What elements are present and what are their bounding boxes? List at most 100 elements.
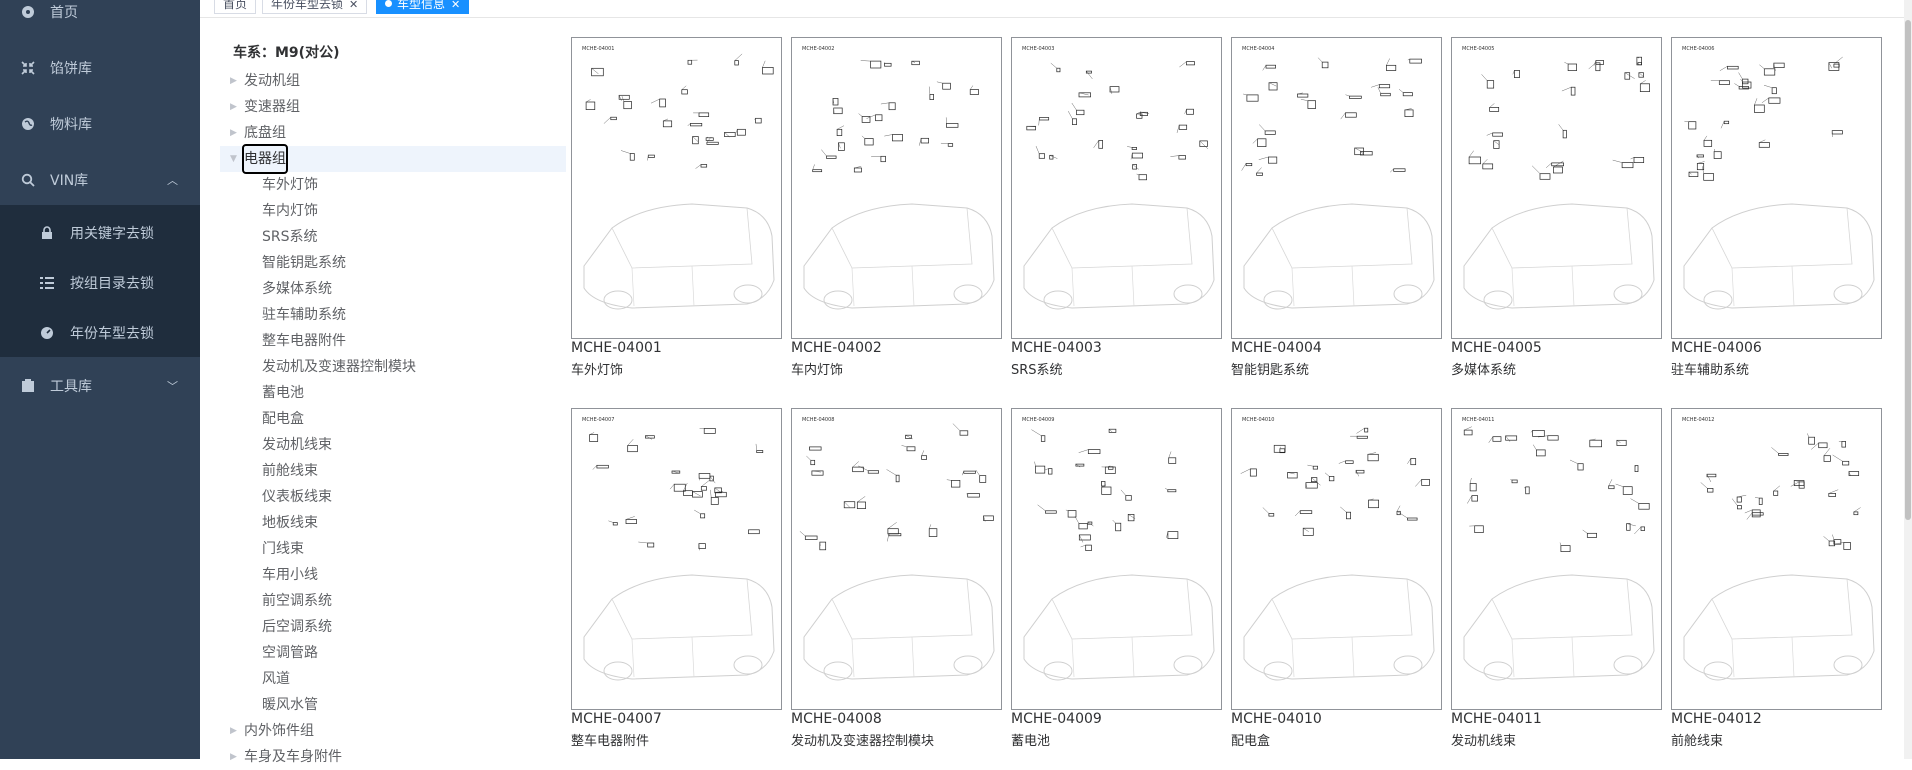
menu-tools-label: 工具库 [50,376,92,396]
tree-node-label: 车外灯饰 [262,172,318,198]
diagram-image[interactable]: MCHE-04004 [1231,37,1442,339]
menu-vin-label: VIN库 [50,170,88,190]
diagram-code: MCHE-04003 [1011,340,1102,356]
diagram-image[interactable]: MCHE-04008 [791,408,1002,710]
menu-home-label: 首页 [50,2,78,22]
tree-leaf-node[interactable]: 多媒体系统 [220,276,566,302]
caret-right-icon[interactable]: ▶ [230,718,237,744]
diagram-image-code: MCHE-04008 [802,417,834,423]
list-icon [40,276,54,290]
diagram-image-code: MCHE-04004 [1242,46,1274,52]
caret-right-icon[interactable]: ▶ [230,744,237,770]
tree-group-node[interactable]: ▶ 内外饰件组 [220,718,566,744]
diagram-image[interactable]: MCHE-04007 [571,408,782,710]
search-icon [20,172,36,188]
tree-leaf-node[interactable]: 地板线束 [220,510,566,536]
diagram-code: MCHE-04010 [1231,711,1322,727]
diagram-image[interactable]: MCHE-04011 [1451,408,1662,710]
diagram-name: 配电盒 [1231,730,1270,749]
diagram-name: 整车电器附件 [571,730,649,749]
scrollbar-thumb[interactable] [1905,20,1911,520]
tree-leaf-node[interactable]: 车内灯饰 [220,198,566,224]
close-icon[interactable]: ✕ [451,0,460,11]
diagram-image-code: MCHE-04006 [1682,46,1714,52]
tree-node-label: 内外饰件组 [244,718,314,744]
diagram-name: 前舱线束 [1671,730,1723,749]
tag-home[interactable]: 首页 [214,0,256,14]
diagram-name: 发动机线束 [1451,730,1516,749]
dashboard-icon [40,326,54,340]
tree-leaf-node[interactable]: 驻车辅助系统 [220,302,566,328]
caret-right-icon[interactable]: ▶ [230,120,237,146]
tree-node-label: 后空调系统 [262,614,332,640]
tree-leaf-node[interactable]: 门线束 [220,536,566,562]
caret-right-icon[interactable]: ▶ [230,68,237,94]
tree-leaf-node[interactable]: 发动机线束 [220,432,566,458]
diagram-code: MCHE-04002 [791,340,882,356]
diagram-image[interactable]: MCHE-04006 [1671,37,1882,339]
diagram-name: 驻车辅助系统 [1671,359,1749,378]
diagram-image[interactable]: MCHE-04002 [791,37,1002,339]
tree-group-node[interactable]: ▼电器组 [220,146,566,172]
tree-group-node[interactable]: ▶ 底盘组 [220,120,566,146]
diagram-image[interactable]: MCHE-04003 [1011,37,1222,339]
submenu-year-model-unlock[interactable]: 年份车型去锁 [0,308,200,358]
vertical-scrollbar[interactable] [1904,0,1912,759]
diagram-code: MCHE-04005 [1451,340,1542,356]
menu-vin[interactable]: VIN库 ︿ [0,152,200,208]
menu-material-label: 物料库 [50,114,92,134]
diagram-image[interactable]: MCHE-04009 [1011,408,1222,710]
tree-leaf-node[interactable]: 仪表板线束 [220,484,566,510]
menu-material[interactable]: 物料库 [0,96,200,152]
tree-node-label: SRS系统 [262,224,318,250]
tree-leaf-node[interactable]: 后空调系统 [220,614,566,640]
submenu-keyword-unlock[interactable]: 用关键字去锁 [0,208,200,258]
diagram-code: MCHE-04012 [1671,711,1762,727]
tag-year-model[interactable]: 年份车型去锁✕ [262,0,367,14]
tree-group-node[interactable]: ▶变速器组 [220,94,566,120]
menu-home[interactable]: 首页 [0,0,200,40]
diagram-image[interactable]: MCHE-04005 [1451,37,1662,339]
tree-group-node[interactable]: ▶车身及车身附件 [220,744,566,770]
tree-leaf-node[interactable]: 配电盒 [220,406,566,432]
tree-leaf-node[interactable]: 暖风水管 [220,692,566,718]
sidebar: 首页 馅饼库 物料库 VIN库 ︿ 用关键字去锁 按组目录去锁 年份车型去锁 工… [0,0,200,759]
tree-leaf-node[interactable]: 空调管路 [220,640,566,666]
diagram-name: SRS系统 [1011,359,1063,378]
tree-leaf-node[interactable]: SRS系统 [220,224,566,250]
diagram-code: MCHE-04011 [1451,711,1542,727]
tree-leaf-node[interactable]: 车用小线 [220,562,566,588]
chevron-down-icon: ﹀ [167,378,178,394]
menu-tools[interactable]: 工具库 ﹀ [0,358,200,414]
tree-leaf-node[interactable]: 前空调系统 [220,588,566,614]
diagram-code: MCHE-04001 [571,340,662,356]
diagram-image[interactable]: MCHE-04012 [1671,408,1882,710]
caret-down-icon[interactable]: ▼ [230,146,237,172]
menu-xianbing-label: 馅饼库 [50,58,92,78]
menu-xianbing[interactable]: 馅饼库 [0,40,200,96]
active-dot-icon [385,0,392,7]
tree-node-label: 车用小线 [262,562,318,588]
tags-view: 首页 年份车型去锁✕ 车型信息✕ [200,0,1912,18]
tree-leaf-node[interactable]: 智能钥匙系统 [220,250,566,276]
tree-node-label: 车内灯饰 [262,198,318,224]
tree-leaf-node[interactable]: 前舱线束 [220,458,566,484]
diagram-image-code: MCHE-04005 [1462,46,1494,52]
tree-leaf-node[interactable]: 车外灯饰 [220,172,566,198]
tree-node-label: 底盘组 [244,120,286,146]
caret-right-icon[interactable]: ▶ [230,94,237,120]
diagram-image[interactable]: MCHE-04010 [1231,408,1442,710]
submenu-group-unlock[interactable]: 按组目录去锁 [0,258,200,308]
submenu-keyword-unlock-label: 用关键字去锁 [70,223,154,243]
tree-leaf-node[interactable]: 蓄电池 [220,380,566,406]
diagram-code: MCHE-04008 [791,711,882,727]
tree-group-node[interactable]: ▶发动机组 [220,68,566,94]
close-icon[interactable]: ✕ [349,0,358,11]
tag-model-info[interactable]: 车型信息✕ [376,0,469,14]
tree-leaf-node[interactable]: 发动机及变速器控制模块 [220,354,566,380]
diagram-image-code: MCHE-04003 [1022,46,1054,52]
tree-leaf-node[interactable]: 整车电器附件 [220,328,566,354]
diagram-image[interactable]: MCHE-04001 [571,37,782,339]
tree-leaf-node[interactable]: 风道 [220,666,566,692]
diagram-code: MCHE-04006 [1671,340,1762,356]
